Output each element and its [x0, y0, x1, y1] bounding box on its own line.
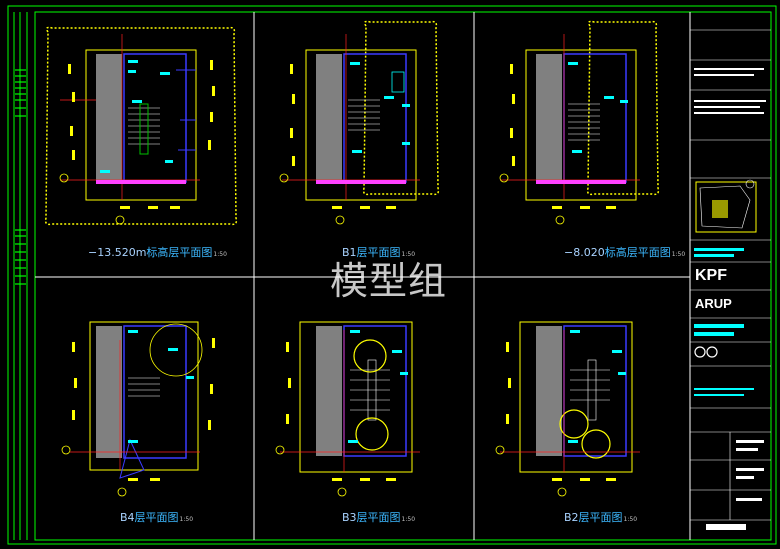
floor-plan-3: [499, 20, 660, 225]
left-legend-strip: [13, 12, 28, 540]
plan-3-title: −8.020标高层平面图1:50: [564, 246, 686, 259]
floor-plan-1: [44, 26, 238, 226]
floor-plan-5: [275, 321, 420, 497]
watermark: 模型组: [330, 259, 448, 303]
floor-plan-4: [61, 321, 215, 497]
plan-6-title: B2层平面图1:50: [564, 511, 638, 524]
floor-plan-6: [495, 321, 640, 497]
kpf-logo: KPF: [695, 267, 727, 284]
inner-frame: [34, 11, 772, 541]
arup-logo: ARUP: [695, 296, 732, 311]
plan-5-title: B3层平面图1:50: [342, 511, 416, 524]
plan-4-title: B4层平面图1:50: [120, 511, 194, 524]
plan-grid: [35, 12, 691, 540]
floor-plan-2: [279, 20, 440, 225]
plan-2-title: B1层平面图1:50: [342, 246, 416, 259]
plan-1-title: −13.520m标高层平面图1:50: [88, 246, 227, 259]
outer-frame: [7, 5, 777, 545]
title-block: [690, 29, 771, 530]
